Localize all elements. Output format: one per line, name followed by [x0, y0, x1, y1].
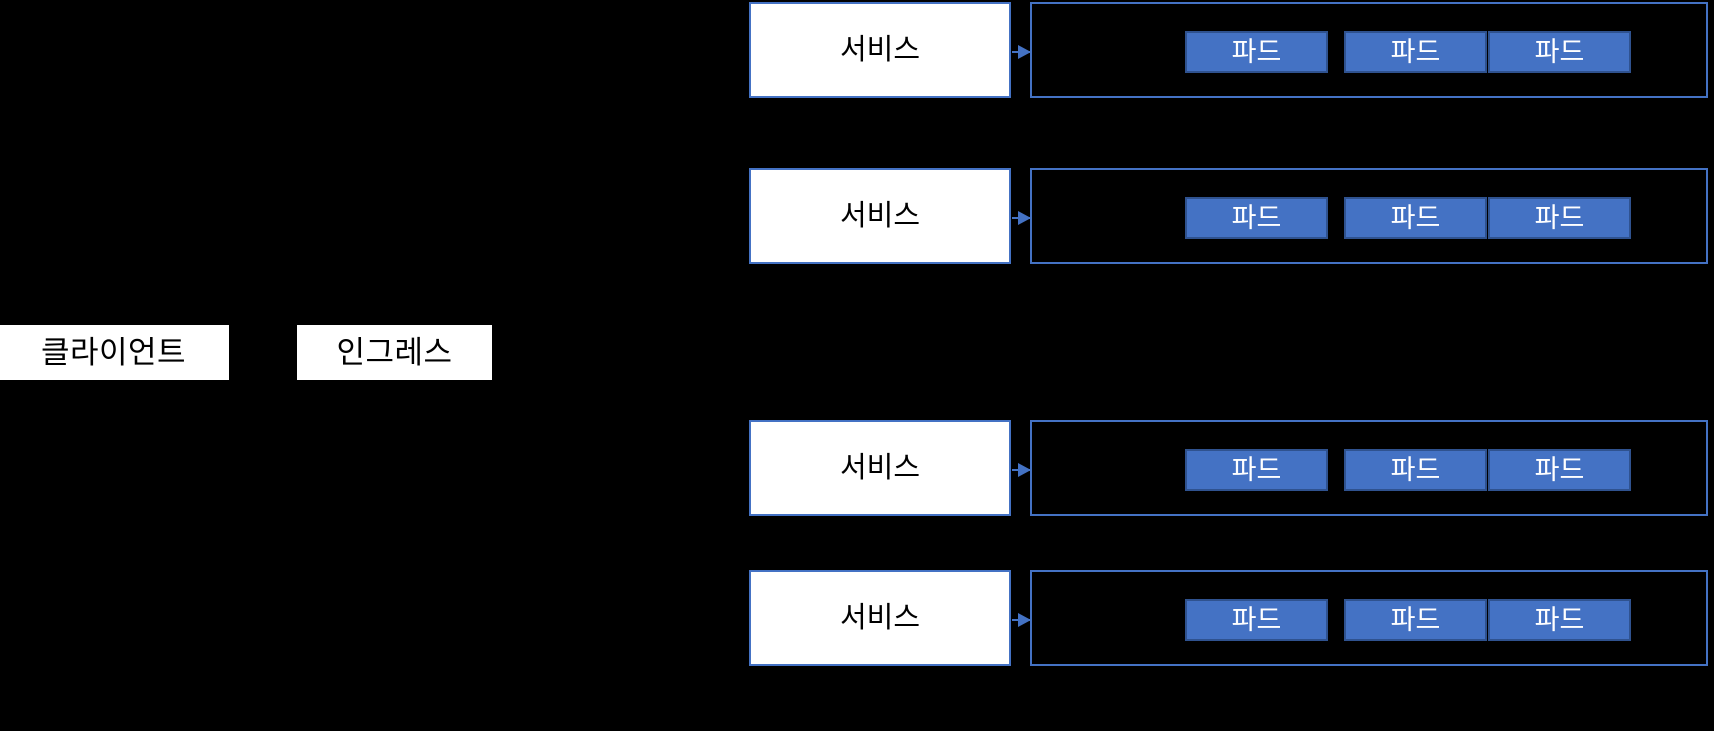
pod-label: 파드 — [1231, 604, 1282, 635]
service-box-label: 서비스 — [839, 199, 921, 232]
pod-chip[interactable]: 파드 — [1344, 197, 1487, 239]
service-box-1[interactable]: 서비스 — [749, 2, 1011, 98]
pod-label: 파드 — [1534, 454, 1585, 485]
arrow-service-to-pods-4 — [1012, 613, 1031, 627]
ingress-box-label: 인그레스 — [336, 335, 453, 370]
pod-label: 파드 — [1534, 36, 1585, 67]
pod-group-2: 파드 파드 파드 — [1030, 168, 1708, 264]
pod-chip[interactable]: 파드 — [1185, 449, 1328, 491]
pod-label: 파드 — [1231, 202, 1282, 233]
pod-label: 파드 — [1390, 454, 1441, 485]
pod-chip[interactable]: 파드 — [1488, 449, 1631, 491]
service-box-label: 서비스 — [839, 33, 921, 66]
pod-group-1: 파드 파드 파드 — [1030, 2, 1708, 98]
service-box-label: 서비스 — [839, 601, 921, 634]
arrow-service-to-pods-3 — [1012, 463, 1031, 477]
pod-chip[interactable]: 파드 — [1344, 449, 1487, 491]
ingress-box[interactable]: 인그레스 — [297, 325, 492, 380]
service-box-label: 서비스 — [839, 451, 921, 484]
client-box-label: 클라이언트 — [40, 335, 187, 370]
pod-chip[interactable]: 파드 — [1488, 197, 1631, 239]
pod-chip[interactable]: 파드 — [1488, 599, 1631, 641]
pod-label: 파드 — [1390, 604, 1441, 635]
pod-group-4: 파드 파드 파드 — [1030, 570, 1708, 666]
pod-label: 파드 — [1231, 454, 1282, 485]
pod-group-3: 파드 파드 파드 — [1030, 420, 1708, 516]
pod-label: 파드 — [1534, 202, 1585, 233]
pod-label: 파드 — [1390, 202, 1441, 233]
pod-chip[interactable]: 파드 — [1185, 599, 1328, 641]
pod-chip[interactable]: 파드 — [1344, 599, 1487, 641]
pod-chip[interactable]: 파드 — [1488, 31, 1631, 73]
service-box-2[interactable]: 서비스 — [749, 168, 1011, 264]
pod-chip[interactable]: 파드 — [1185, 31, 1328, 73]
pod-chip[interactable]: 파드 — [1185, 197, 1328, 239]
pod-label: 파드 — [1231, 36, 1282, 67]
pod-chip[interactable]: 파드 — [1344, 31, 1487, 73]
service-box-4[interactable]: 서비스 — [749, 570, 1011, 666]
service-box-3[interactable]: 서비스 — [749, 420, 1011, 516]
client-box[interactable]: 클라이언트 — [0, 325, 229, 380]
arrow-service-to-pods-2 — [1012, 211, 1031, 225]
pod-label: 파드 — [1534, 604, 1585, 635]
pod-label: 파드 — [1390, 36, 1441, 67]
arrow-service-to-pods-1 — [1012, 45, 1031, 59]
